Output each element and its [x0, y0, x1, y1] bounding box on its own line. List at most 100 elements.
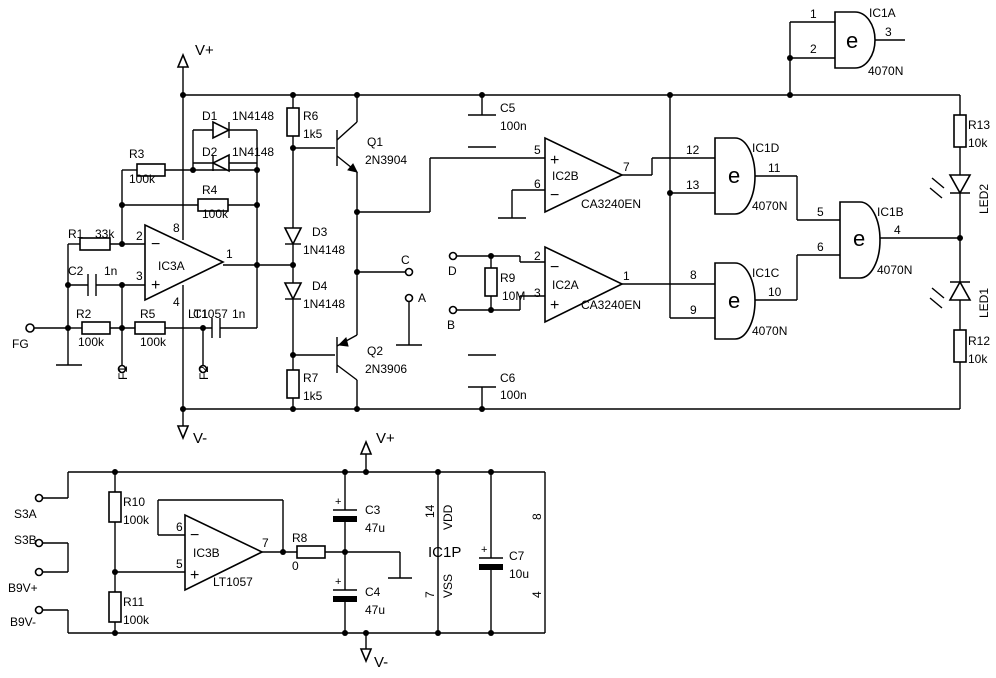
rail-vplus — [176, 52, 960, 96]
pin-ic1d-12: 12 — [686, 143, 700, 157]
resistor-r8 — [296, 545, 326, 559]
label-c3: C3 — [365, 503, 381, 517]
value-c2: 1n — [104, 264, 117, 278]
label-ic2b: IC2B — [552, 169, 579, 183]
led-led1 — [929, 280, 972, 309]
pin-ic1p-4: 4 — [530, 591, 544, 598]
pin-ic1c-9: 9 — [690, 303, 697, 317]
sym-ic1a: e — [846, 28, 858, 53]
label-ic1c: IC1C — [752, 266, 780, 280]
sym-ic1d: e — [728, 163, 740, 188]
label-d: D — [448, 264, 457, 278]
resistor-r7 — [286, 369, 300, 399]
rail-vminus — [176, 408, 960, 441]
type-ic2b: CA3240EN — [581, 197, 641, 211]
terminal-b[interactable] — [448, 305, 458, 315]
svg-text:+: + — [550, 152, 559, 169]
label-f1: F1 — [116, 366, 130, 380]
label-c2: C2 — [68, 264, 84, 278]
label-f2: F2 — [197, 366, 211, 380]
label-c5: C5 — [500, 101, 516, 115]
svg-text:+: + — [550, 297, 559, 314]
terminal-fg[interactable] — [25, 323, 35, 333]
pin-ic3a-4: 4 — [173, 295, 180, 309]
label-vminus-bottom: V- — [374, 654, 388, 671]
pin-ic2b-6: 6 — [534, 177, 541, 191]
svg-text:+: + — [190, 567, 199, 584]
pin-ic2a-2: 2 — [534, 249, 541, 263]
terminal-d[interactable] — [448, 251, 458, 261]
opamp-ic2b: + − — [544, 136, 624, 214]
terminal-b9vplus[interactable] — [34, 567, 44, 577]
diode-d1 — [212, 120, 231, 140]
value-c6: 100n — [500, 388, 527, 402]
label-ic1a: IC1A — [869, 6, 896, 20]
label-ic1p: IC1P — [428, 544, 461, 561]
svg-text:+: + — [151, 277, 160, 294]
pin-ic2a-3: 3 — [534, 286, 541, 300]
terminal-s3a[interactable] — [34, 493, 44, 503]
value-r3: 100k — [129, 172, 156, 186]
label-r3: R3 — [129, 147, 145, 161]
resistor-r12 — [953, 329, 967, 363]
terminal-c[interactable] — [404, 267, 414, 277]
led-led2 — [929, 174, 972, 199]
label-vdd: VDD — [441, 504, 455, 530]
label-c7: C7 — [509, 549, 525, 563]
resistor-r10 — [108, 491, 122, 523]
label-r13: R13 — [968, 118, 990, 132]
label-ic2a: IC2A — [552, 278, 579, 292]
label-c4: C4 — [365, 585, 381, 599]
value-r12: 10k — [968, 352, 988, 366]
pin-ic1b-5: 5 — [817, 205, 824, 219]
type-ic1a: 4070N — [868, 64, 903, 78]
type-d3: 1N4148 — [303, 243, 345, 257]
capacitor-c3: + — [333, 472, 357, 552]
gate-ic1c — [714, 262, 756, 340]
pin-ic3a-8: 8 — [173, 221, 180, 235]
gate-ic1d — [714, 137, 756, 215]
pin-ic3a-2: 2 — [136, 229, 143, 243]
label-ic3b: IC3B — [193, 546, 220, 560]
label-a: A — [418, 291, 426, 305]
label-c6: C6 — [500, 371, 516, 385]
svg-text:−: − — [550, 187, 559, 204]
type-ic2a: CA3240EN — [581, 298, 641, 312]
svg-text:−: − — [550, 259, 559, 276]
gate-ic1a — [789, 11, 905, 95]
terminal-b9vminus[interactable] — [34, 605, 44, 615]
type-ic1d: 4070N — [752, 199, 787, 213]
label-c1: C1 — [193, 307, 209, 321]
label-d4: D4 — [312, 279, 328, 293]
type-ic1c: 4070N — [752, 324, 787, 338]
label-q2: Q2 — [367, 344, 383, 358]
value-c3: 47u — [365, 521, 385, 535]
terminal-a[interactable] — [404, 293, 414, 303]
sym-ic1c: e — [728, 288, 740, 313]
value-r1: 33k — [95, 227, 115, 241]
label-vplus-top: V+ — [195, 42, 214, 59]
resistor-r2 — [81, 321, 111, 335]
pin-ic3b-6: 6 — [176, 520, 183, 534]
pin-ic1d-11: 11 — [768, 161, 781, 175]
type-ic3a: LT1057 — [188, 307, 228, 321]
capacitor-c5 — [468, 95, 496, 148]
type-d4: 1N4148 — [303, 297, 345, 311]
pin-ic2b-5: 5 — [534, 143, 541, 157]
svg-text:+: + — [481, 544, 487, 556]
label-r12: R12 — [968, 334, 990, 348]
transistor-q2 — [336, 334, 358, 409]
terminal-s3b[interactable] — [34, 538, 44, 548]
value-r11: 100k — [123, 613, 150, 627]
label-r9: R9 — [500, 271, 516, 285]
pin-ic1a-3: 3 — [885, 25, 892, 39]
label-r6: R6 — [303, 109, 319, 123]
type-ic1b: 4070N — [877, 263, 912, 277]
resistor-r6 — [286, 107, 300, 137]
pin-ic2b-7: 7 — [623, 160, 630, 174]
label-ic1b: IC1B — [877, 205, 904, 219]
value-c5: 100n — [500, 119, 527, 133]
gate-ic1b — [839, 201, 881, 279]
sym-ic1b: e — [853, 226, 865, 251]
